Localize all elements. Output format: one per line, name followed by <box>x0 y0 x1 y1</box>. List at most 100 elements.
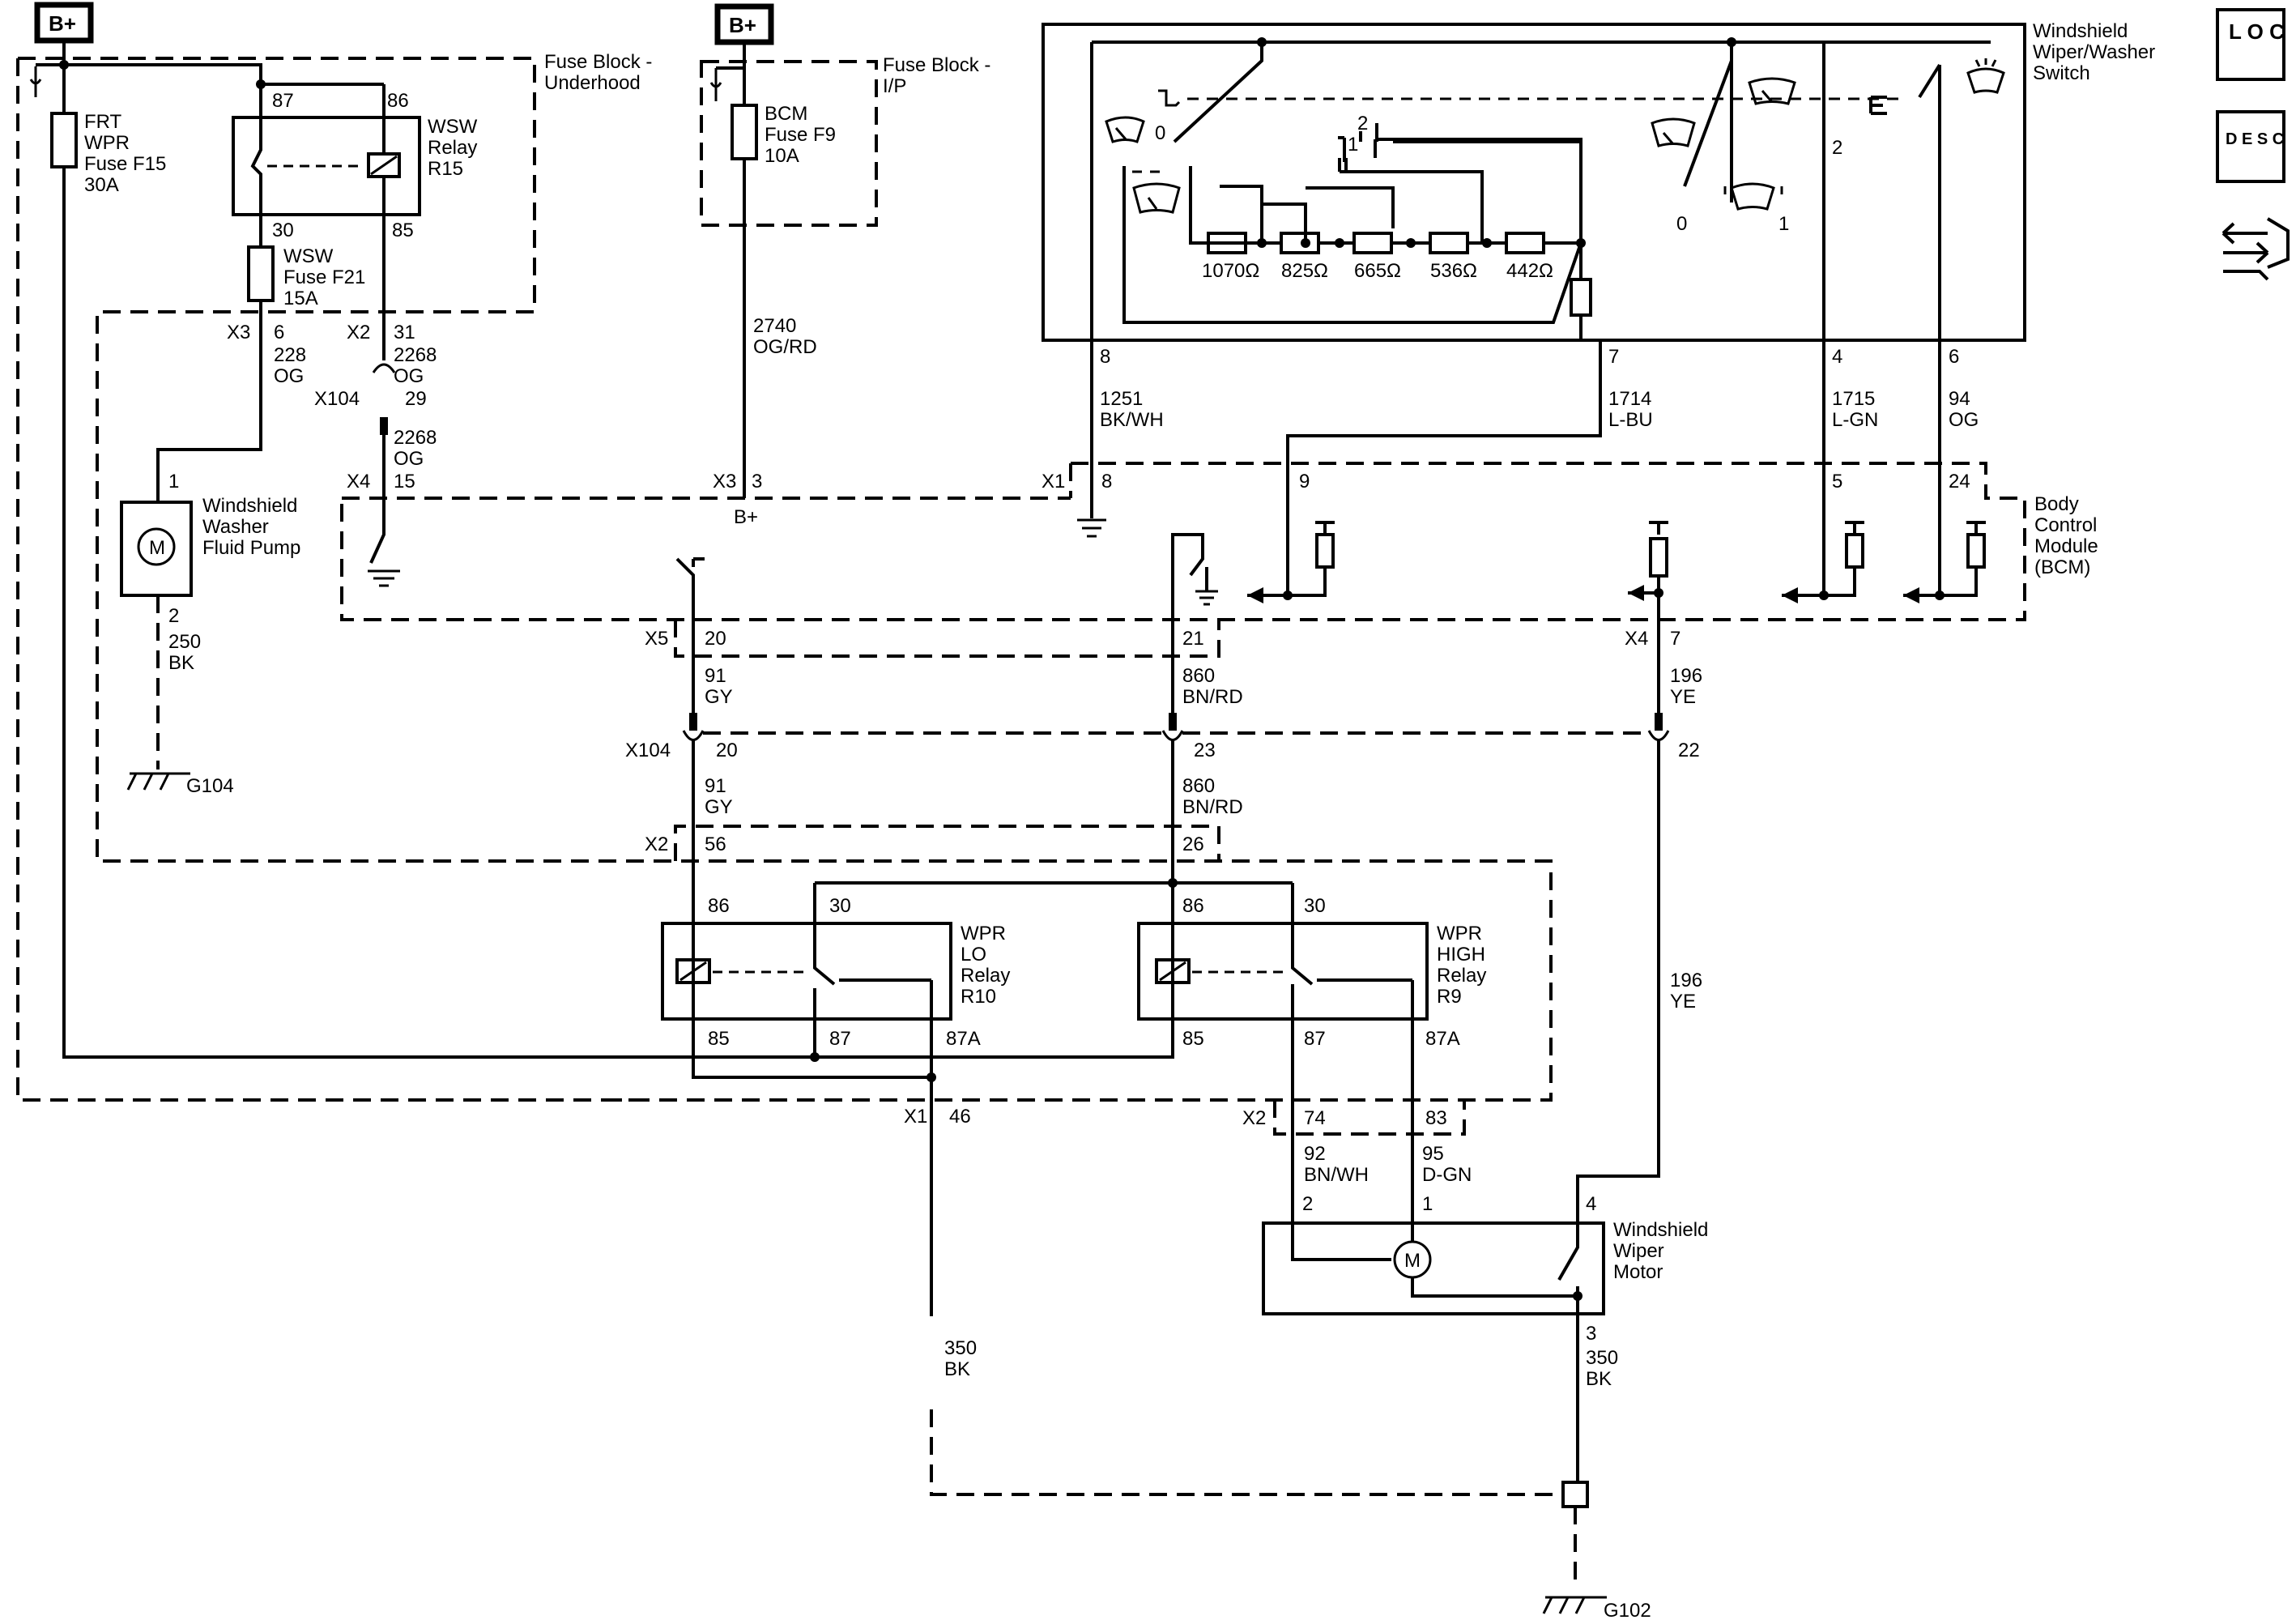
wpr-lo-title-3: Relay <box>961 965 1010 987</box>
wpr-high-pin85: 85 <box>1182 1028 1204 1050</box>
pump-pin2: 2 <box>168 605 179 627</box>
wiper-motor-title-1: Windshield <box>1613 1219 1708 1241</box>
wire-1714-color: L-BU <box>1608 409 1653 431</box>
x4b-connector: X4 <box>1625 628 1648 650</box>
wire-91a-color: GY <box>705 686 733 708</box>
resistor-536 <box>1429 232 1469 254</box>
mist-icon <box>1158 89 1181 107</box>
bcm-title-3: Module <box>2034 535 2098 557</box>
x4-connector: X4 <box>347 471 370 492</box>
switch-wash-pos-2: 2 <box>1832 137 1842 159</box>
bplus-label-ip: B+ <box>729 13 756 37</box>
switch-pin7: 7 <box>1608 346 1619 368</box>
switch-title-2: Wiper/Washer <box>2033 41 2155 63</box>
x1-pin24: 24 <box>1949 471 1970 492</box>
resistor-1070-label: 1070Ω <box>1202 260 1259 282</box>
wire-250-color: BK <box>168 652 194 674</box>
wiper-motor-title-3: Motor <box>1613 1261 1663 1283</box>
wsw-relay-r15: 87 86 30 85 WSW Relay R15 <box>232 83 478 241</box>
x3-connector: X3 <box>227 322 250 343</box>
wpr-lo-pin87: 87 <box>829 1028 851 1050</box>
x3-bcm-connector: X3 <box>713 471 736 492</box>
switch-sw-pos-1: 1 <box>1778 213 1789 235</box>
x2b-pin26: 26 <box>1182 833 1204 855</box>
wpr-lo-pin85: 85 <box>708 1028 730 1050</box>
wpr-lo-title-2: LO <box>961 944 986 966</box>
wire-228-color: OG <box>274 365 304 387</box>
wire-92-num: 92 <box>1304 1143 1326 1165</box>
wpr-high-pin86: 86 <box>1182 895 1204 917</box>
switch-pin8: 8 <box>1100 346 1110 368</box>
wiper-single-icon <box>1723 182 1783 211</box>
bplus-supply-underhood: B+ <box>34 2 94 44</box>
wire-92-color: BN/WH <box>1304 1164 1369 1186</box>
desc-button[interactable]: D E S C <box>2216 110 2285 183</box>
pump-motor-symbol: M <box>149 537 165 559</box>
wire-860b-color: BN/RD <box>1182 796 1243 818</box>
fuse-block-underhood-title-1: Fuse Block - <box>544 51 652 73</box>
wiper-motor-pin1: 1 <box>1422 1193 1433 1215</box>
x1-pin5: 5 <box>1832 471 1842 492</box>
bcm-fuse-line3: 10A <box>765 145 799 167</box>
wire-2268b-color: OG <box>394 448 424 470</box>
wpr-high-pin30: 30 <box>1304 895 1326 917</box>
wpr-lo-relay-r10: 86 30 85 87 87A WPR LO Relay R10 <box>661 878 1178 1062</box>
wire-196a-color: YE <box>1670 686 1696 708</box>
windshield-wiper-motor: M 2 1 4 3 Windshield Wiper Motor <box>1262 1193 1708 1345</box>
bcm-fuse-line2: Fuse F9 <box>765 124 836 146</box>
wire-250-num: 250 <box>168 631 201 653</box>
x1b-connector: X1 <box>904 1106 927 1128</box>
x5-pin20: 20 <box>705 628 726 650</box>
switch-sw-pos-0: 0 <box>1676 213 1687 235</box>
bplus-label: B+ <box>49 11 76 36</box>
loc-button[interactable]: L O C <box>2216 8 2285 81</box>
wire-94-num: 94 <box>1949 388 1970 410</box>
wpr-high-title-1: WPR <box>1437 923 1482 944</box>
wpr-high-title-2: HIGH <box>1437 944 1485 966</box>
washer-icon <box>1966 58 2005 94</box>
wpr-lo-pin30: 30 <box>829 895 851 917</box>
wire-2268b-num: 2268 <box>394 427 437 449</box>
windshield-washer-fluid-pump: M 1 2 Windshield Washer Fluid Pump <box>120 471 300 627</box>
x3-bcm-pin3: 3 <box>752 471 762 492</box>
resistor-825 <box>1280 232 1320 254</box>
wsw-relay-line1: WSW <box>428 116 478 138</box>
wsw-relay-pin85: 85 <box>392 220 414 241</box>
wire-1715-num: 1715 <box>1832 388 1875 410</box>
bplus-supply-ip: B+ <box>714 3 774 45</box>
x2c-connector: X2 <box>1242 1107 1266 1129</box>
x104b-pin23: 23 <box>1194 740 1216 761</box>
wpr-lo-title-4: R10 <box>961 986 996 1008</box>
wsw-relay-line3: R15 <box>428 158 463 180</box>
wire-2268a-num: 2268 <box>394 344 437 366</box>
bcm-title-4: (BCM) <box>2034 556 2090 578</box>
connector-repair-icon[interactable] <box>2221 217 2290 281</box>
pump-pin1: 1 <box>168 471 179 492</box>
x5-pin21: 21 <box>1182 628 1204 650</box>
switch-title-1: Windshield <box>2033 20 2128 42</box>
wire-196b-num: 196 <box>1670 970 1702 991</box>
pump-title-1: Windshield <box>202 495 297 517</box>
wire-2740-num: 2740 <box>753 315 796 337</box>
wsw-fuse-line3: 15A <box>283 288 318 309</box>
resistor-665-label: 665Ω <box>1354 260 1401 282</box>
wire-350b-num: 350 <box>1586 1347 1618 1369</box>
fuse-block-ip-title-2: I/P <box>883 75 906 97</box>
x2c-pin83: 83 <box>1425 1107 1447 1129</box>
wire-196b-color: YE <box>1670 991 1696 1013</box>
switch-pos-0: 0 <box>1155 122 1165 144</box>
fuse-block-ip-title-1: Fuse Block - <box>883 54 990 76</box>
wiper-motor-pin4: 4 <box>1586 1193 1596 1215</box>
x2-pin31: 31 <box>394 322 415 343</box>
wire-196a-num: 196 <box>1670 665 1702 687</box>
x2b-pin56: 56 <box>705 833 726 855</box>
resistor-442 <box>1505 232 1545 254</box>
x1-pin8: 8 <box>1101 471 1112 492</box>
wire-95-num: 95 <box>1422 1143 1444 1165</box>
x2c-pin74: 74 <box>1304 1107 1326 1129</box>
x104b-pin22: 22 <box>1678 740 1700 761</box>
wire-95-color: D-GN <box>1422 1164 1472 1186</box>
wire-91b-num: 91 <box>705 775 726 797</box>
wire-860b-num: 860 <box>1182 775 1215 797</box>
